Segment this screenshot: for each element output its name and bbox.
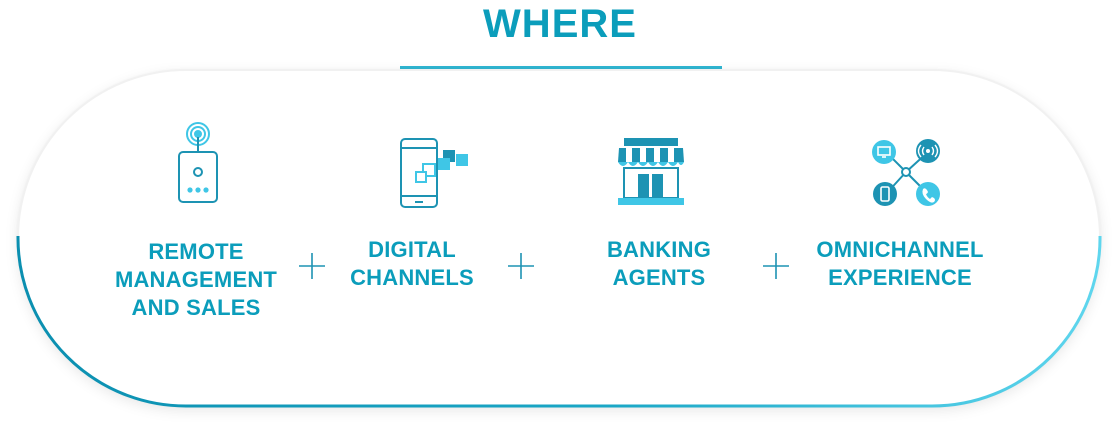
label-omnichannel-experience-line1: OMNICHANNEL: [816, 237, 984, 262]
label-omnichannel-experience: OMNICHANNEL EXPERIENCE: [800, 236, 1000, 292]
plus-icon: [299, 253, 325, 279]
title-underline: [400, 66, 722, 69]
label-remote-management-line2: MANAGEMENT: [114, 267, 278, 292]
label-digital-channels-line1: DIGITAL: [368, 237, 456, 262]
label-omnichannel-experience-line2: EXPERIENCE: [828, 265, 972, 290]
plus-icon: [508, 253, 534, 279]
label-banking-agents-line2: AGENTS: [612, 265, 706, 290]
label-digital-channels-line2: CHANNELS: [350, 265, 474, 290]
label-digital-channels: DIGITAL CHANNELS: [332, 236, 492, 292]
plus-icon: [763, 253, 789, 279]
omnichannel-network-icon: [872, 139, 940, 206]
label-banking-agents-line1: BANKING: [606, 237, 712, 262]
smartphone-channels-icon: [400, 138, 468, 208]
label-remote-management-line3: AND SALES: [131, 295, 261, 320]
page-title: WHERE: [483, 2, 637, 46]
storefront-icon: [618, 138, 684, 205]
label-remote-management-line1: REMOTE: [148, 239, 244, 264]
label-banking-agents: BANKING AGENTS: [584, 236, 734, 292]
label-remote-management: REMOTE MANAGEMENT AND SALES: [96, 238, 296, 322]
remote-device-icon: [178, 122, 218, 203]
